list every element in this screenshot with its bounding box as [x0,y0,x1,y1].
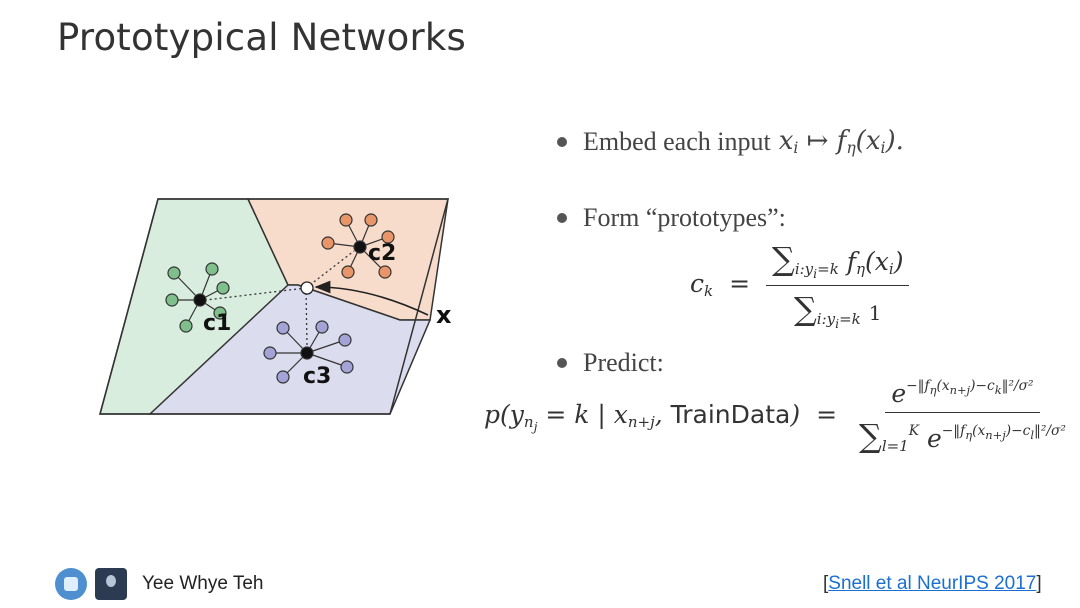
embed-formula: xi ↦ fη(xi). [778,126,904,157]
speaker-avatar-icon [95,568,127,600]
bullet-embed-text: Embed each input [583,126,771,156]
citation-link[interactable]: Snell et al NeurIPS 2017 [828,573,1037,594]
bullet-predict-text: Predict: [583,348,664,377]
bullet-embed: Embed each input xi ↦ fη(xi). [557,126,904,157]
prototype-formula: ck = ∑i:yi=k fη(xi) ∑i:yi=k 1 [690,240,910,331]
query-arrow [314,280,429,316]
diagram-border [99,198,449,415]
cluster-c1 [165,262,230,333]
prototype-diagram: c1 c2 c3 x [99,198,452,415]
bullet-prototypes: Form “prototypes”: [557,203,786,233]
bullet-dot [557,213,567,223]
citation-open-bracket: [ [823,573,829,594]
bullet-dot [557,358,567,368]
cluster-c3 [263,320,354,384]
query-point [300,281,314,295]
label-c1: c1 [203,311,231,336]
citation-close-bracket: ] [1036,573,1042,594]
predict-formula: p(ynj = k | xn+j, TrainData) = e−‖fη(xn+… [484,378,1066,455]
train-data-term: TrainData [670,400,791,429]
bullet-dot [557,136,567,147]
slide-title: Prototypical Networks [57,16,467,59]
cluster-c2 [321,213,395,279]
author-name: Yee Whye Teh [142,573,264,594]
institution-logo-icon [55,568,87,600]
label-c3: c3 [303,364,331,389]
distance-lines [205,250,355,348]
bullet-prototypes-text: Form “prototypes”: [583,203,786,232]
citation: [Snell et al NeurIPS 2017] [823,573,1042,595]
label-x: x [436,301,452,329]
label-c2: c2 [368,241,396,266]
footer-logos [55,568,127,600]
bullet-predict: Predict: [557,348,664,378]
